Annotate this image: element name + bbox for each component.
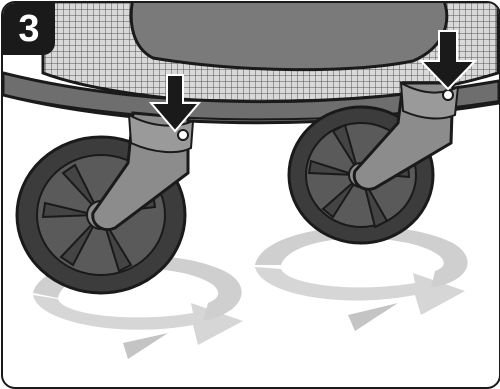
step-number: 3 <box>18 10 39 48</box>
step-badge: 3 <box>3 3 55 55</box>
stroller-wheel-illustration <box>3 3 499 387</box>
